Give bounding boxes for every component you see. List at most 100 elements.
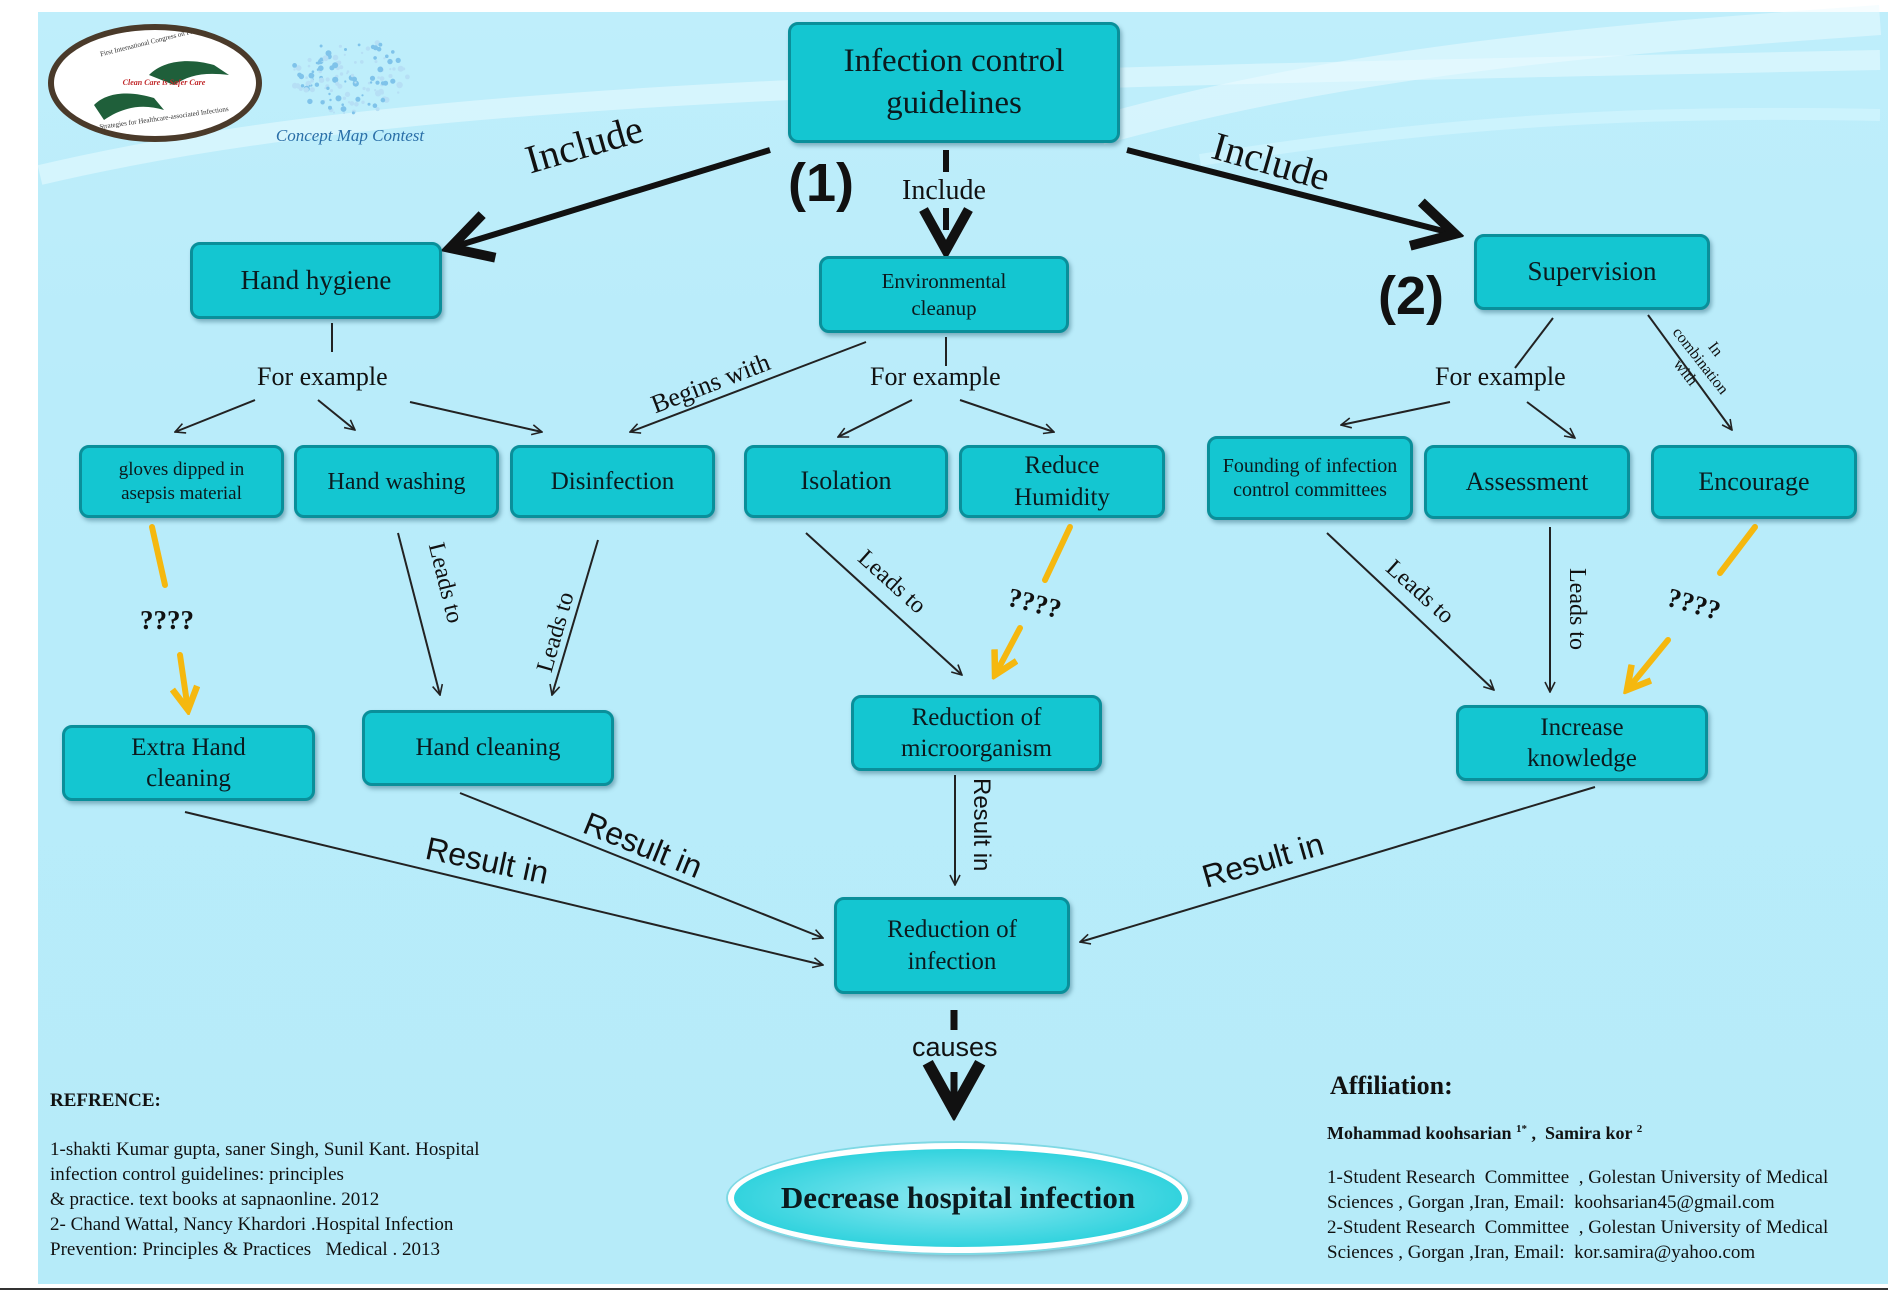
brain-dot	[357, 43, 361, 47]
bottom-divider	[0, 1288, 1888, 1290]
brain-dot	[360, 51, 364, 55]
brain-dot	[391, 50, 395, 54]
affiliation-heading: Affiliation:	[1330, 1071, 1453, 1100]
brain-dot	[339, 65, 344, 70]
brain-dot	[390, 78, 396, 84]
arrow-hh-gloves	[175, 399, 256, 432]
brain-dots-icon	[292, 40, 410, 115]
arrow-begins-with	[630, 341, 867, 432]
hands-icon	[94, 61, 229, 120]
brain-dot	[315, 61, 319, 65]
brain-dot	[318, 65, 324, 71]
arrow-sup-assessment	[1526, 401, 1575, 438]
brain-dot	[344, 91, 351, 97]
yellow-humidity-bottom	[995, 625, 1023, 675]
arrow-disinfection-handcleaning	[552, 539, 599, 695]
brain-dot	[326, 86, 330, 90]
brain-dot	[354, 81, 357, 84]
brain-dot	[360, 60, 364, 64]
arrow-sup-founding	[1341, 401, 1451, 425]
brain-dot	[300, 84, 305, 88]
brain-dot	[379, 76, 385, 81]
node-assessment: Assessment	[1424, 445, 1630, 519]
affiliation-authors: Mohammad koohsarian 1* , Samira kor 2	[1327, 1117, 1642, 1146]
reference-line: 2- Chand Wattal, Nancy Khardori .Hospita…	[50, 1214, 454, 1235]
author-1-sup: 1*	[1516, 1123, 1528, 1135]
brain-dot	[346, 70, 350, 73]
brain-dot	[343, 53, 346, 56]
arrow-env-humidity	[959, 399, 1054, 432]
brain-dot	[344, 48, 347, 51]
brain-dot	[338, 44, 342, 48]
affiliation-line: Sciences , Gorgan ,Iran, Email: koohsari…	[1327, 1192, 1775, 1213]
node-reduction-microorganism: Reduction of microorganism	[851, 695, 1102, 771]
brain-dot	[388, 74, 393, 78]
brain-dot	[328, 92, 331, 96]
reference-line: Prevention: Principles & Practices Medic…	[50, 1239, 440, 1260]
brain-dot	[318, 77, 325, 83]
brain-dot	[372, 103, 378, 108]
brain-dot	[361, 94, 364, 97]
arrow-washing-handcleaning	[397, 532, 440, 695]
brain-dot	[322, 55, 329, 62]
reference-line: infection control guidelines: principles	[50, 1164, 344, 1185]
node-reduction-infection: Reduction of infection	[834, 897, 1070, 994]
affiliation-line: Sciences , Gorgan ,Iran, Email: kor.sami…	[1327, 1242, 1756, 1263]
brain-dot	[314, 82, 320, 87]
node-infection-control-guidelines: Infection control guidelines	[788, 22, 1120, 143]
brain-dot	[324, 87, 327, 90]
brain-dot	[373, 45, 379, 51]
brain-dot	[296, 84, 301, 89]
author-separator: ,	[1531, 1123, 1541, 1143]
marker-2: (2)	[1378, 266, 1444, 326]
marker-1: (1)	[788, 153, 854, 213]
brain-dot	[337, 83, 343, 89]
arrow-include-right	[1126, 147, 1455, 234]
brain-dot	[362, 86, 366, 91]
affiliation-line: 1-Student Research Committee , Golestan …	[1327, 1167, 1829, 1188]
arrow-sup-encourage	[1647, 314, 1732, 430]
brain-dot	[330, 89, 333, 93]
brain-dot	[366, 87, 370, 92]
yellow-encourage-bottom	[1627, 637, 1671, 690]
node-supervision: Supervision	[1474, 234, 1710, 310]
brain-dot	[402, 67, 406, 71]
brain-dot	[354, 102, 359, 107]
label-result-in-microorganism: Result in	[968, 778, 995, 872]
reference-line: & practice. text books at sapnaonline. 2…	[50, 1189, 380, 1210]
contest-logo: Concept Map Contest	[270, 30, 430, 150]
arrow-env-isolation	[838, 399, 913, 438]
brain-dot	[365, 46, 371, 51]
brain-dot	[297, 72, 302, 78]
node-hand-washing: Hand washing	[294, 445, 499, 518]
brain-dot	[308, 84, 311, 87]
brain-dot	[383, 57, 386, 60]
brain-dot	[377, 76, 380, 79]
node-founding-committees: Founding of infection control committees	[1207, 436, 1413, 520]
brain-dot	[375, 80, 380, 85]
brain-dot	[332, 62, 339, 69]
brain-dot	[354, 61, 357, 64]
label-for-example-hand: For example	[257, 362, 388, 391]
brain-dot	[292, 63, 297, 68]
node-increase-knowledge: Increase knowledge	[1456, 705, 1708, 781]
arrow-knowledge-result	[1080, 786, 1596, 942]
label-causes: causes	[912, 1032, 998, 1062]
brain-dot	[380, 81, 385, 85]
label-unknown-gloves: ????	[140, 605, 194, 635]
author-2: Samira kor	[1545, 1123, 1633, 1143]
brain-dot	[367, 81, 371, 85]
brain-dot	[389, 68, 392, 71]
brain-dot	[397, 91, 400, 94]
references-heading: REFRENCE:	[50, 1090, 161, 1111]
label-include-center: Include	[902, 175, 986, 206]
brain-dot	[308, 72, 315, 79]
brain-dot	[385, 54, 389, 59]
brain-dot	[335, 95, 342, 102]
brain-dot	[328, 105, 332, 110]
brain-dot	[309, 87, 315, 93]
brain-dot	[367, 102, 371, 106]
brain-dot	[329, 98, 332, 102]
